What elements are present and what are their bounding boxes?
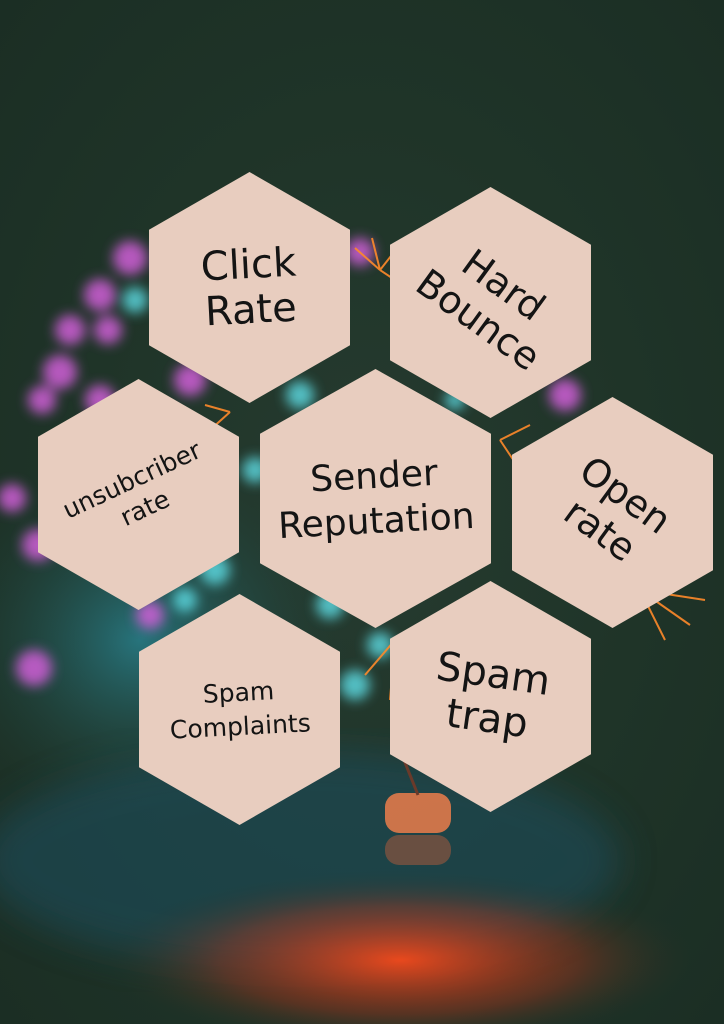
spam-trap-label: Spam trap — [433, 643, 554, 747]
hexagon-spam-trap: Spam trap — [390, 581, 591, 812]
hexagon-click-rate: Click Rate — [149, 172, 350, 403]
candle — [385, 793, 451, 833]
unsubscriber-rate-label: unsubcriber rate — [58, 435, 206, 533]
cyan-bokeh-group — [122, 287, 465, 700]
open-rate-label: Open rate — [556, 447, 680, 570]
candle-reflection — [385, 835, 451, 865]
candle-wick — [402, 759, 420, 796]
floor-glow — [100, 870, 700, 1024]
sender-reputation-label: Sender Reputation — [277, 452, 476, 547]
hexagon-hard-bounce: Hard Bounce — [390, 187, 591, 418]
hexagon-unsubscriber-rate: unsubcriber rate — [38, 379, 239, 610]
hexagon-spam-complaints: Spam Complaints — [139, 594, 340, 825]
hard-bounce-label: Hard Bounce — [407, 240, 553, 379]
click-rate-label: Click Rate — [199, 239, 298, 335]
hexagon-open-rate: Open rate — [512, 397, 713, 628]
spam-complaints-label: Spam Complaints — [169, 675, 312, 745]
